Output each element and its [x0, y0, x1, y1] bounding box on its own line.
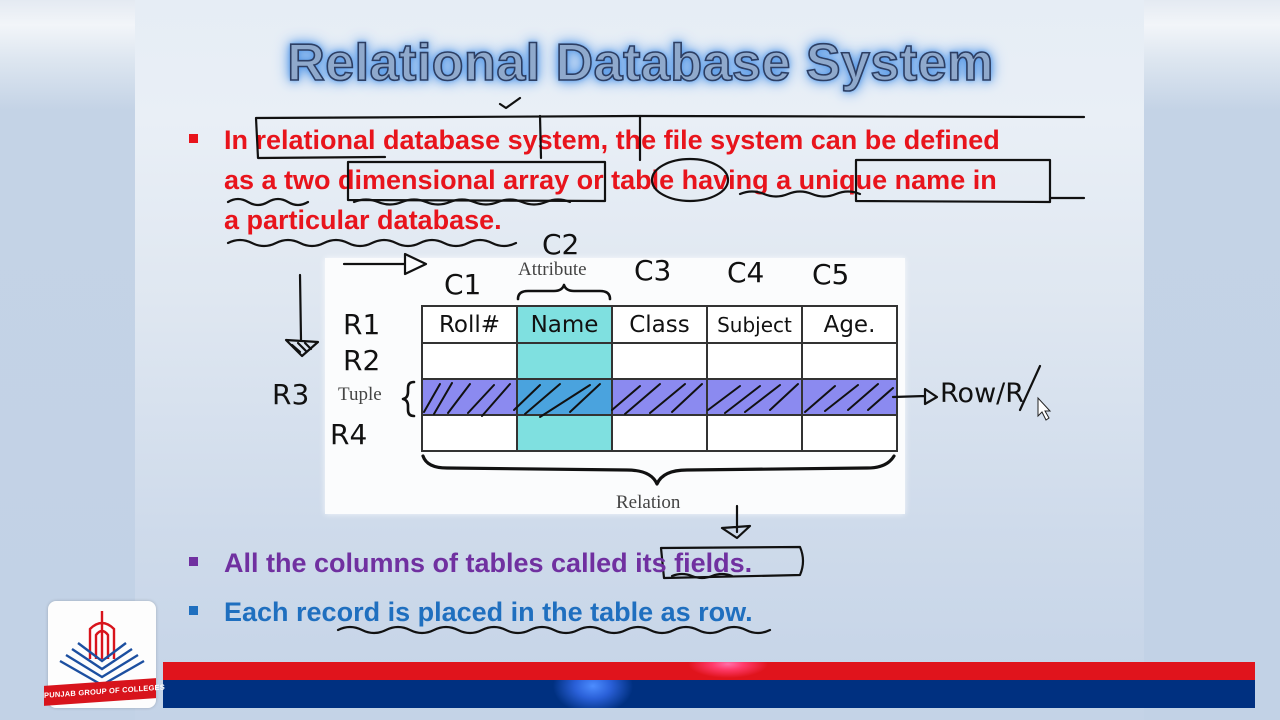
- table-row: [421, 414, 898, 452]
- handwritten-row-label: R3: [272, 378, 310, 411]
- handwritten-row-label: R4: [330, 418, 368, 451]
- table-cell: [706, 342, 803, 380]
- handwritten-column-label: C5: [812, 258, 850, 291]
- handwritten-column-label: C2: [542, 228, 580, 261]
- bullet-square-icon: [189, 134, 198, 143]
- college-emblem-icon: [59, 611, 145, 687]
- handwritten-row-label: R1: [343, 308, 381, 341]
- bullet-fields: All the columns of tables called its fie…: [224, 548, 753, 578]
- table-cell: [611, 414, 708, 452]
- slide-title: Relational Database System: [286, 33, 994, 93]
- footer-red-bar: [163, 662, 1255, 680]
- bullet-records: Each record is placed in the table as ro…: [224, 597, 753, 627]
- table-header-cell: Roll#: [421, 305, 518, 344]
- bullet-line: a particular database.: [224, 205, 502, 235]
- handwritten-row-label: R2: [343, 344, 381, 377]
- checkmark-icon: [498, 96, 522, 110]
- bullet-square-icon: [189, 557, 198, 566]
- table-cell: [801, 342, 898, 380]
- table-header-row: Roll# Name Class Subject Age.: [421, 305, 898, 344]
- table-cell: [801, 414, 898, 452]
- table-header-cell: Name: [516, 305, 613, 344]
- table-row: [421, 342, 898, 380]
- table-cell: [706, 378, 803, 416]
- bullet-definition: In relational database system, the file …: [224, 120, 1094, 240]
- handwritten-column-label: C3: [634, 254, 672, 287]
- table-cell: [421, 414, 518, 452]
- handwritten-column-label: C4: [727, 256, 765, 289]
- handwritten-row-arrow-label: Row/R: [940, 378, 1025, 409]
- mouse-cursor-icon: [1037, 396, 1052, 421]
- table-header-cell: Subject: [706, 305, 803, 344]
- table-cell: [611, 342, 708, 380]
- table-cell: [706, 414, 803, 452]
- tuple-label: Tuple: [338, 384, 382, 405]
- relation-label: Relation: [616, 492, 681, 513]
- table-cell: [516, 342, 613, 380]
- table-cell: [516, 378, 613, 416]
- bullet-square-icon: [189, 606, 198, 615]
- bullet-line: as a two dimensional array or table havi…: [224, 165, 997, 195]
- attribute-label: Attribute: [518, 259, 587, 280]
- table-cell: [516, 414, 613, 452]
- footer-blue-bar: [163, 680, 1255, 708]
- table-header-cell: Class: [611, 305, 708, 344]
- right-background-panel: [1144, 0, 1280, 720]
- table-header-cell: Age.: [801, 305, 898, 344]
- handwritten-column-label: C1: [444, 268, 482, 301]
- left-background-panel: [0, 0, 135, 720]
- bullet-line: In relational database system, the file …: [224, 125, 1000, 155]
- table-cell: [421, 342, 518, 380]
